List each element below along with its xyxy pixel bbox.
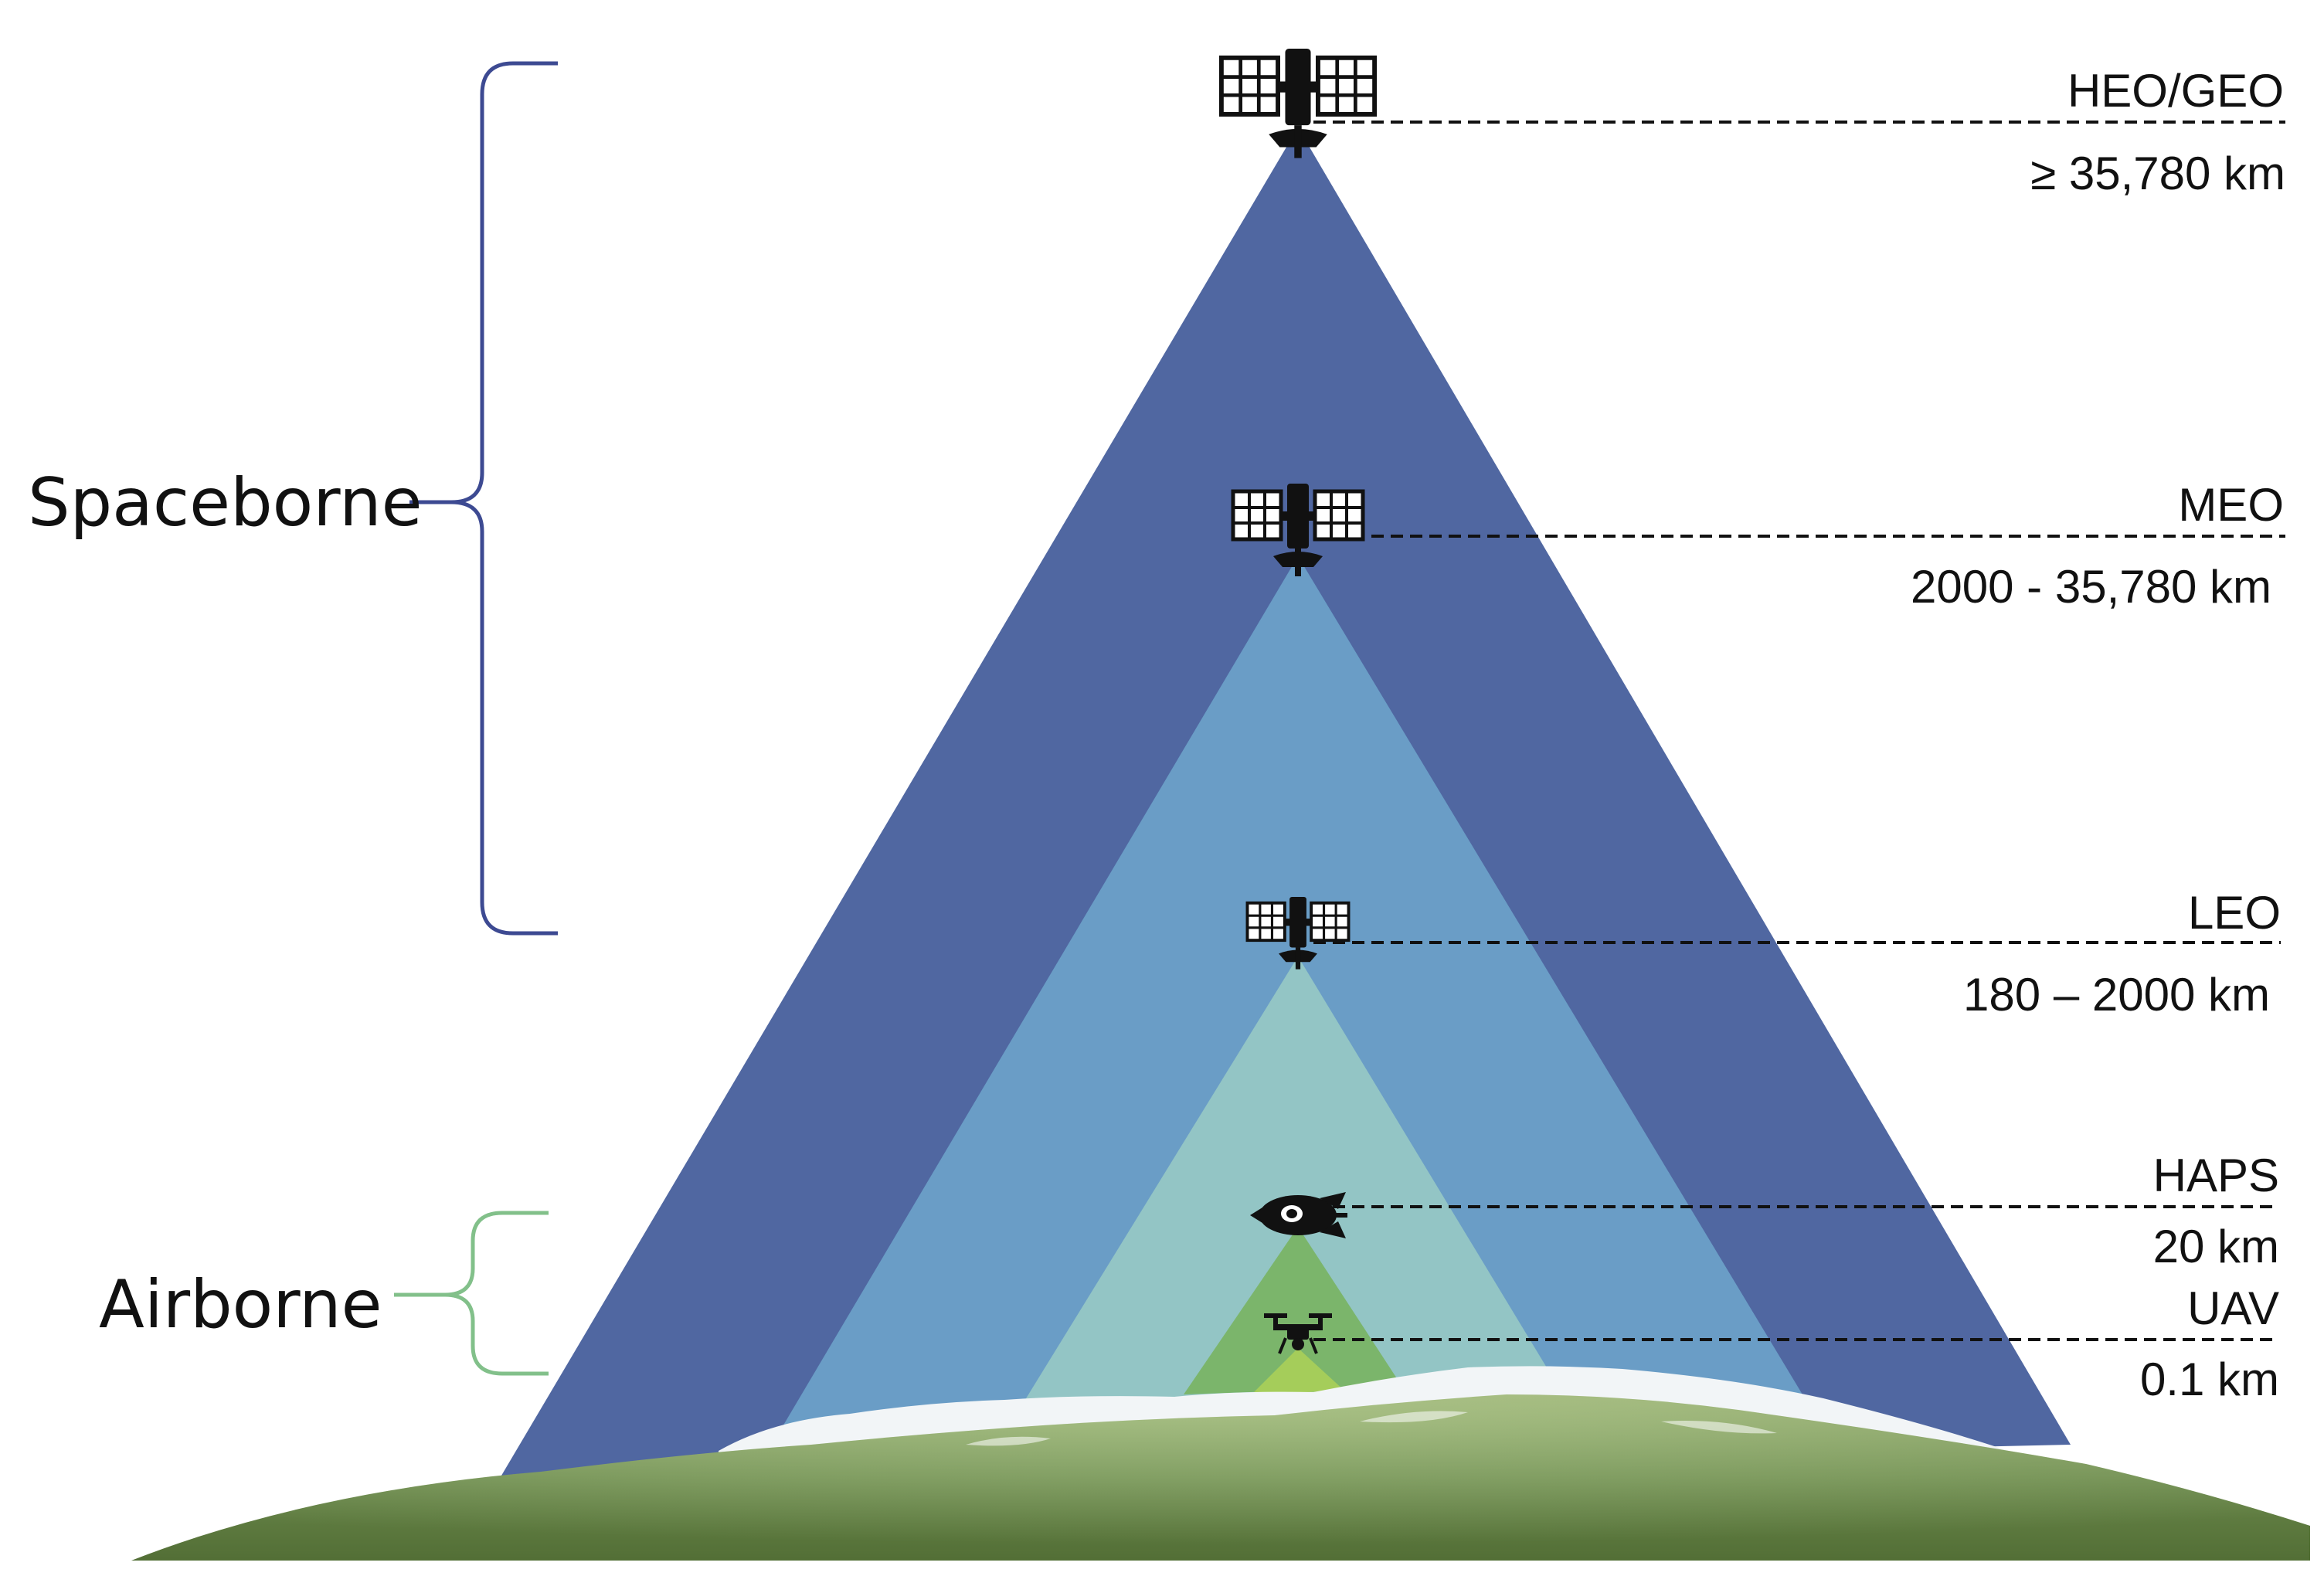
drone-icon (1264, 1313, 1332, 1354)
haps-coverage-cone (1184, 1227, 1402, 1394)
leo-name-label: LEO (2188, 887, 2281, 939)
satellite-icon (1218, 48, 1378, 158)
earth-surface (131, 1366, 2310, 1561)
meo-altitude-label: 2000 - 35,780 km (1911, 561, 2271, 613)
airborne-label: Airborne (99, 1266, 382, 1343)
spaceborne-brace (409, 61, 558, 936)
heo-geo-altitude-label: ≥ 35,780 km (2030, 148, 2285, 199)
haps-altitude-label: 20 km (2153, 1221, 2279, 1272)
uav-altitude-label: 0.1 km (2140, 1354, 2279, 1405)
leo-altitude-label: 180 – 2000 km (1963, 969, 2270, 1021)
spaceborne-label: Spaceborne (28, 464, 423, 542)
haps-name-label: HAPS (2153, 1150, 2279, 1201)
airship-icon (1250, 1192, 1347, 1238)
uav-coverage-cone (1252, 1348, 1344, 1394)
uav-name-label: UAV (2187, 1282, 2279, 1334)
satellite-icon (1231, 484, 1365, 576)
airborne-brace (394, 1211, 549, 1376)
heo-geo-name-label: HEO/GEO (2067, 65, 2284, 117)
satellite-icon (1245, 897, 1351, 970)
earth-shading (131, 1394, 2310, 1561)
meo-name-label: MEO (2178, 479, 2284, 531)
leo-coverage-cone (1024, 956, 1561, 1402)
